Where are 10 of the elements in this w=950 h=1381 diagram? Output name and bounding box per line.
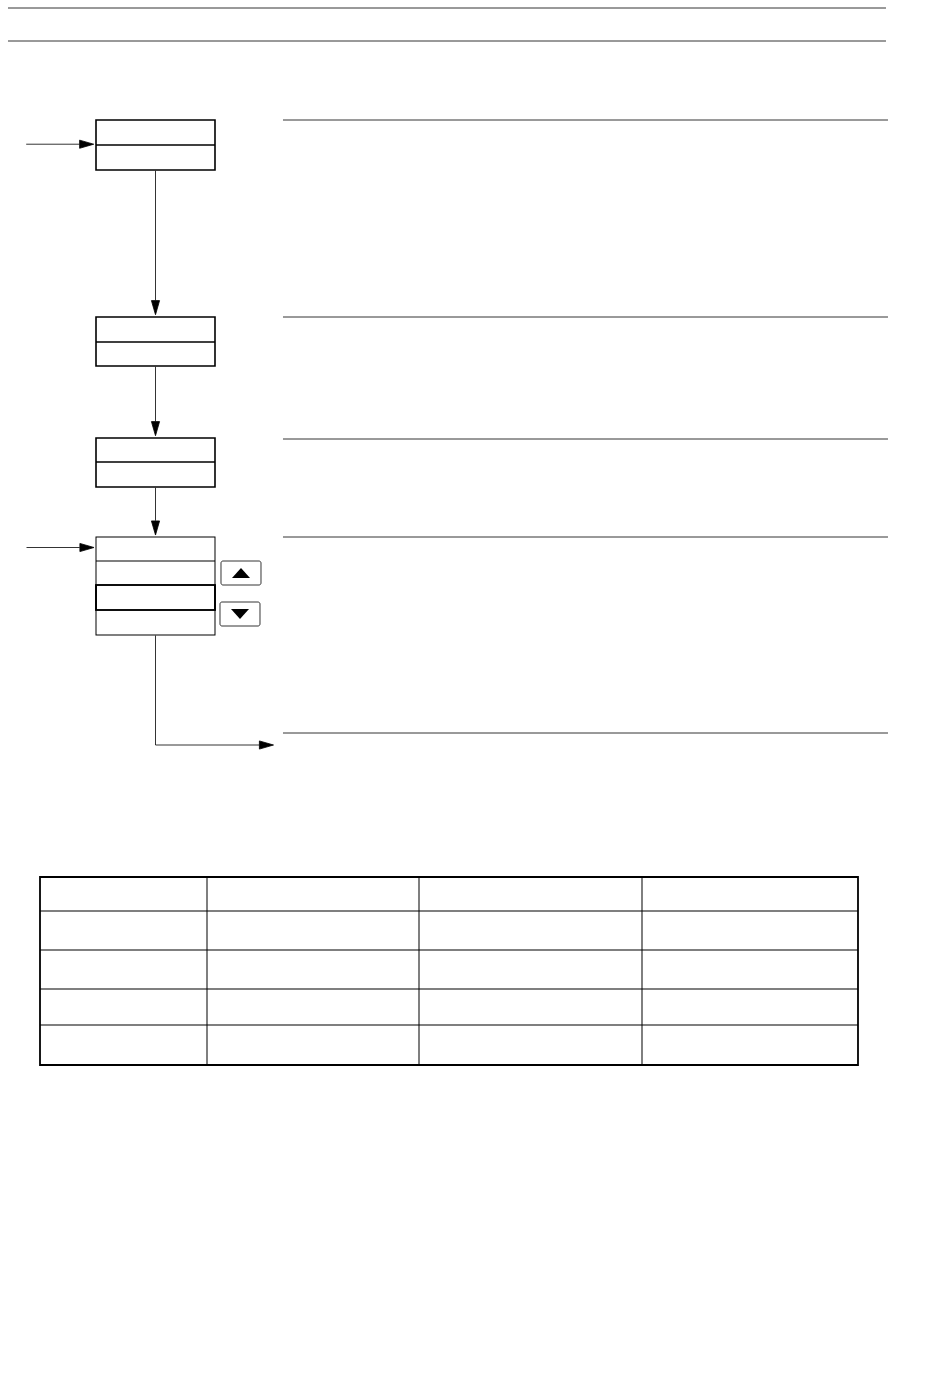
arrow [151,487,160,536]
display-box [95,437,216,488]
display-box [95,119,216,171]
display-box [95,316,216,367]
arrow [25,139,95,149]
arrow [151,170,160,316]
display-box [95,536,216,636]
arrow [151,366,160,437]
arrow [26,543,95,552]
arrow [155,635,274,750]
